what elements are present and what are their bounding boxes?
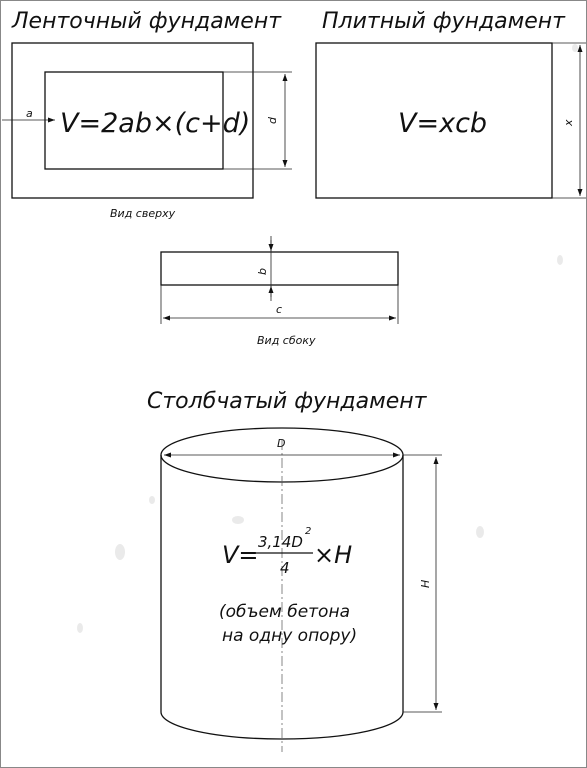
column-formula-exponent: 2 — [305, 526, 311, 537]
top-view-caption: Вид сверху — [110, 207, 176, 220]
strip-outer-outline — [11, 42, 254, 199]
column-formula-prefix: V= — [222, 541, 259, 569]
column-foundation: Столбчатый фундамент D H V= 3,14D 2 4 ×H… — [147, 389, 442, 752]
dim-x-label: x — [562, 119, 575, 127]
dim-b-label: b — [256, 268, 269, 275]
slab-formula: V=xcb — [398, 108, 487, 139]
column-note-line1: (объем бетона — [219, 602, 350, 622]
scan-smudges — [77, 44, 578, 633]
dim-H-label: H — [419, 580, 432, 588]
column-note-line2: на одну опору) — [222, 626, 357, 646]
side-view: b c Вид сбоку — [160, 236, 399, 347]
column-formula-numerator: 3,14D — [258, 533, 303, 551]
dim-D-label: D — [277, 437, 285, 450]
strip-inner-outline — [44, 71, 224, 170]
strip-formula: V=2ab×(c+d) — [60, 108, 250, 139]
dim-d-label: d — [266, 116, 279, 124]
side-view-caption: Вид сбоку — [257, 334, 316, 347]
dim-c-label: c — [276, 303, 282, 316]
slab-outline — [315, 42, 553, 199]
column-formula-suffix: ×H — [314, 541, 352, 569]
side-view-outline — [160, 251, 399, 286]
column-formula-denominator: 4 — [280, 559, 290, 577]
slab-foundation: Плитный фундамент V=xcb x — [315, 9, 586, 199]
slab-title: Плитный фундамент — [322, 9, 566, 34]
cylinder-bottom-arc — [160, 711, 404, 740]
strip-title: Ленточный фундамент — [11, 9, 282, 34]
column-title: Столбчатый фундамент — [147, 389, 428, 414]
dim-a-label: a — [26, 107, 33, 120]
strip-foundation: Ленточный фундамент V=2ab×(c+d) a d Вид … — [2, 9, 292, 220]
